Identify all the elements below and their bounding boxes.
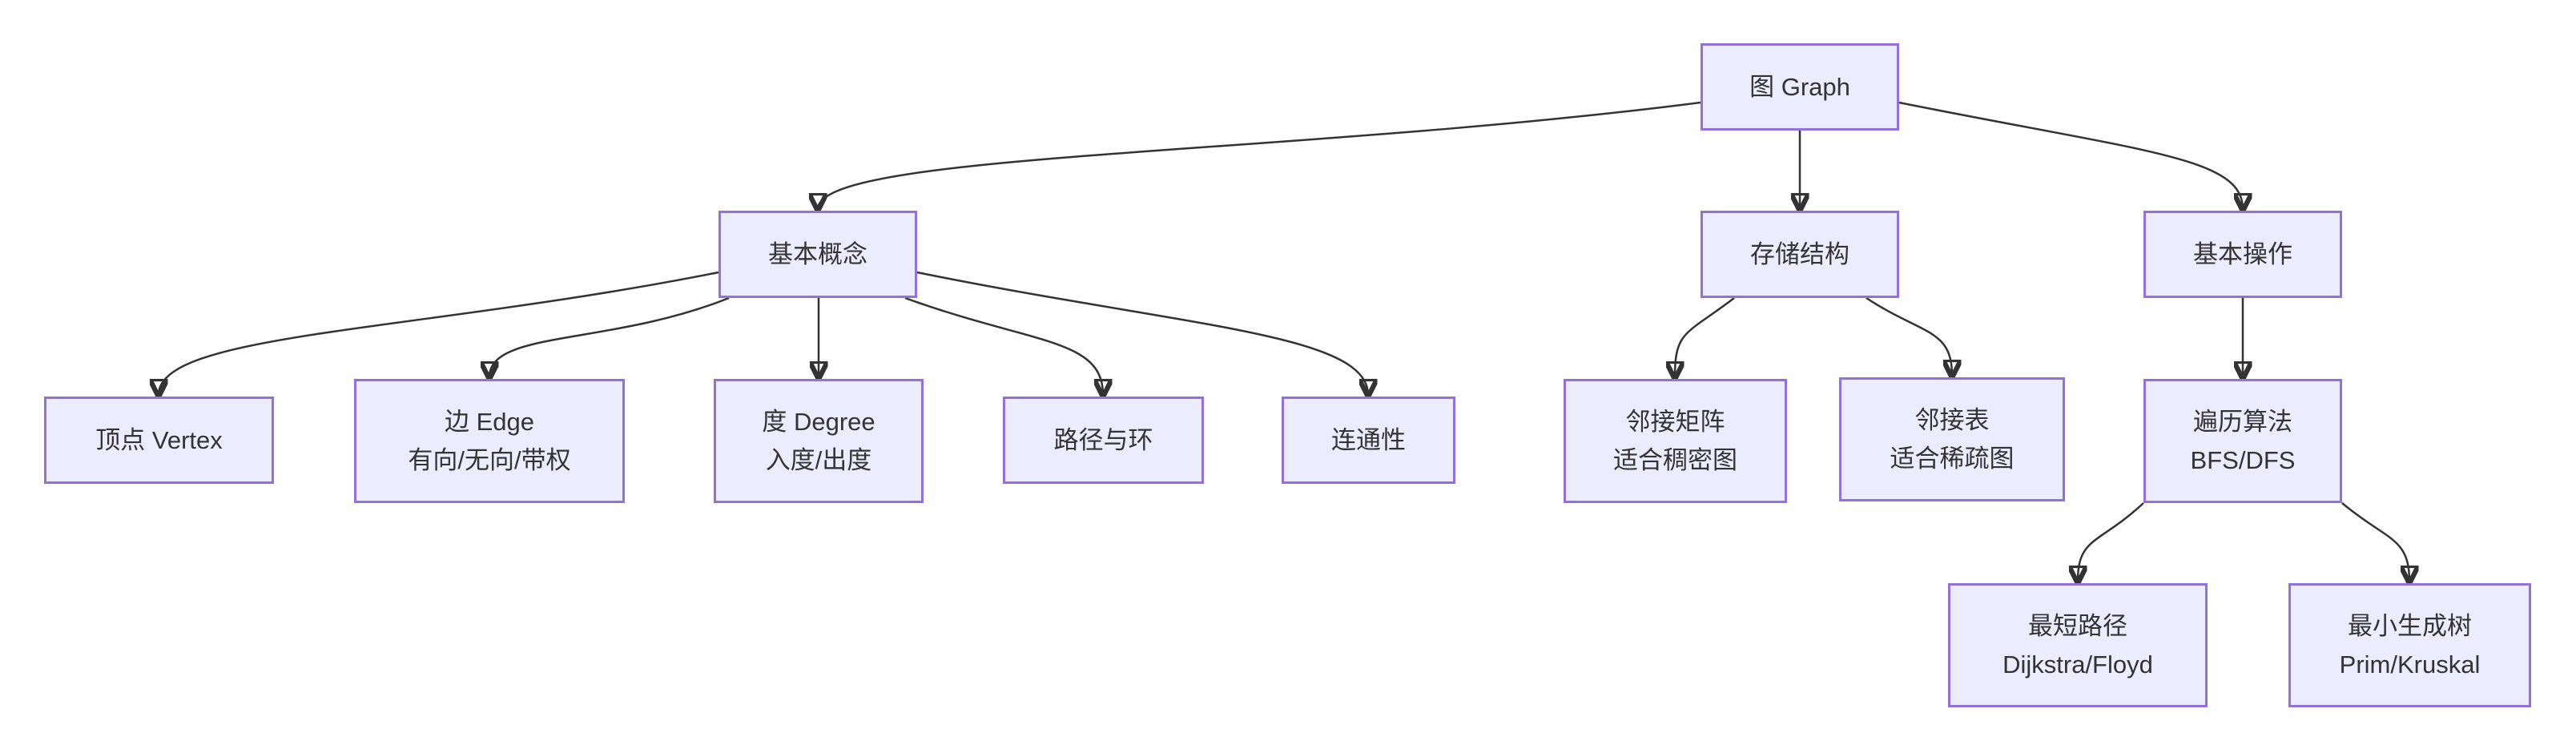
edge-concepts-to-vertex [159, 271, 719, 395]
node-label: 最短路径 [2028, 611, 2127, 640]
node-sublabel: 入度/出度 [765, 445, 872, 474]
node-sublabel: 适合稠密图 [1613, 445, 1737, 474]
node-shortest-path: 最短路径 Dijkstra/Floyd [1948, 583, 2208, 707]
node-storage-structure: 存储结构 [1701, 211, 1899, 298]
node-traversal-algorithms: 遍历算法 BFS/DFS [2143, 379, 2342, 503]
node-sublabel: Dijkstra/Floyd [2002, 650, 2153, 679]
edge-traversal-to-shortest [2078, 502, 2144, 582]
node-label: 存储结构 [1750, 240, 1849, 268]
node-label: 顶点 Vertex [95, 425, 223, 454]
edge-concepts-to-edge [489, 296, 730, 377]
node-adjacency-matrix: 邻接矩阵 适合稠密图 [1564, 379, 1787, 503]
node-label: 基本概念 [768, 240, 867, 268]
node-label: 最小生成树 [2348, 611, 2472, 640]
node-graph-root: 图 Graph [1701, 43, 1899, 131]
node-basic-operations: 基本操作 [2143, 211, 2342, 298]
edge-traversal-to-mst [2341, 502, 2409, 582]
edge-concepts-to-path-cycle [904, 296, 1103, 395]
node-degree: 度 Degree 入度/出度 [714, 379, 924, 503]
node-label: 连通性 [1331, 425, 1406, 454]
node-label: 基本操作 [2193, 240, 2292, 268]
node-edge: 边 Edge 有向/无向/带权 [354, 379, 625, 503]
node-path-and-cycle: 路径与环 [1003, 397, 1204, 484]
edge-storage-to-adj-list [1866, 296, 1952, 376]
node-basic-concepts: 基本概念 [718, 211, 917, 298]
node-adjacency-list: 邻接表 适合稀疏图 [1839, 377, 2065, 501]
edge-graph-to-basic-concepts [818, 101, 1701, 209]
node-label: 度 Degree [762, 407, 875, 436]
edge-concepts-to-connectivity [916, 271, 1368, 395]
node-sublabel: BFS/DFS [2190, 445, 2296, 474]
node-label: 邻接矩阵 [1625, 407, 1725, 436]
node-minimum-spanning-tree: 最小生成树 Prim/Kruskal [2288, 583, 2531, 707]
edge-graph-to-operations [1898, 101, 2243, 209]
node-sublabel: 适合稀疏图 [1890, 444, 2015, 473]
node-label: 遍历算法 [2193, 407, 2292, 436]
node-label: 边 Edge [444, 407, 534, 436]
node-label: 路径与环 [1053, 425, 1153, 454]
node-sublabel: 有向/无向/带权 [408, 445, 571, 474]
edge-storage-to-adj-matrix [1675, 297, 1735, 377]
node-connectivity: 连通性 [1282, 397, 1455, 484]
node-label: 图 Graph [1749, 72, 1850, 101]
node-label: 邻接表 [1914, 405, 1990, 434]
node-sublabel: Prim/Kruskal [2339, 650, 2481, 679]
node-vertex: 顶点 Vertex [44, 397, 274, 484]
